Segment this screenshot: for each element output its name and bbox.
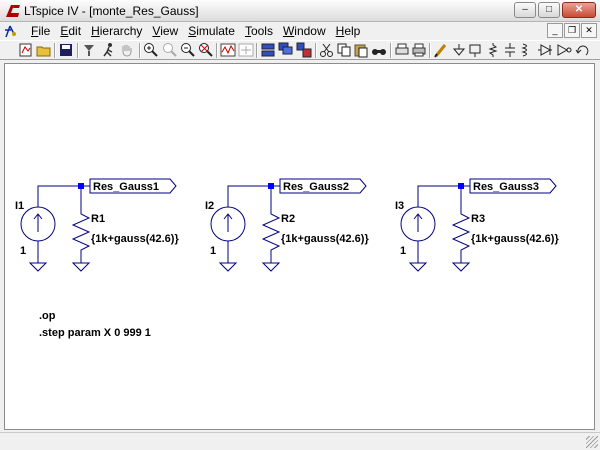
inductor-icon[interactable] <box>519 42 535 58</box>
tile-horizontal-icon[interactable] <box>260 42 276 58</box>
source-value[interactable]: 1 <box>20 245 26 257</box>
menu-file[interactable]: File <box>31 24 51 38</box>
resistor-name[interactable]: R1 <box>91 213 105 225</box>
title-bar[interactable]: LTspice IV - [monte_Res_Gauss] – □ ✕ <box>0 0 600 22</box>
doc-restore-button[interactable]: ❐ <box>564 23 580 38</box>
waveform-icon[interactable] <box>220 42 236 58</box>
zoom-in-icon[interactable] <box>143 42 159 58</box>
pan-hand-icon[interactable] <box>119 42 135 58</box>
print-preview-icon[interactable] <box>394 42 410 58</box>
source-name[interactable]: I3 <box>395 200 404 212</box>
junction-dot[interactable] <box>78 183 84 189</box>
doc-close-button[interactable]: ✕ <box>581 23 597 38</box>
component-icon[interactable] <box>556 42 572 58</box>
net-label[interactable]: Res_Gauss1 <box>93 181 159 193</box>
ground-symbol[interactable] <box>28 241 48 272</box>
ground-icon[interactable] <box>451 42 467 58</box>
wire[interactable] <box>227 185 272 207</box>
wire[interactable] <box>37 185 82 207</box>
resistor-value[interactable]: {1k+gauss(42.6)} <box>91 233 179 245</box>
junction-dot[interactable] <box>458 183 464 189</box>
source-value[interactable]: 1 <box>210 245 216 257</box>
menu-window[interactable]: Window <box>282 24 326 38</box>
menu-tools[interactable]: Tools <box>244 24 273 38</box>
resistor-name[interactable]: R3 <box>471 213 485 225</box>
cascade-icon[interactable] <box>278 42 294 58</box>
menu-simulate[interactable]: Simulate <box>188 24 235 38</box>
schematic-doc-icon[interactable] <box>3 23 19 39</box>
resistor-symbol[interactable] <box>451 207 471 272</box>
ground-symbol[interactable] <box>218 241 238 272</box>
source-value[interactable]: 1 <box>400 245 406 257</box>
net-label-flag[interactable] <box>89 178 177 194</box>
net-label[interactable]: Res_Gauss3 <box>473 181 539 193</box>
op-directive[interactable]: .op <box>39 310 56 322</box>
cut-icon[interactable] <box>319 42 335 58</box>
resistor-symbol[interactable] <box>261 207 281 272</box>
draw-wire-icon[interactable] <box>433 42 449 58</box>
step-directive[interactable]: .step param X 0 999 1 <box>39 327 151 339</box>
capacitor-icon[interactable] <box>502 42 518 58</box>
menu-hierarchy[interactable]: Hierarchy <box>91 24 143 38</box>
maximize-button[interactable]: □ <box>538 2 560 18</box>
menu-help[interactable]: Help <box>335 24 361 38</box>
rotate-icon[interactable] <box>575 42 591 58</box>
resistor-value[interactable]: {1k+gauss(42.6)} <box>281 233 369 245</box>
toolbar <box>0 40 600 60</box>
zoom-pan-icon[interactable] <box>162 42 178 58</box>
menu-bar: File Edit Hierarchy View Simulate Tools … <box>0 22 600 40</box>
status-bar <box>0 432 600 450</box>
label-net-icon[interactable] <box>468 42 484 58</box>
zoom-fit-icon[interactable] <box>198 42 214 58</box>
control-panel-icon[interactable] <box>81 42 97 58</box>
net-label[interactable]: Res_Gauss2 <box>283 181 349 193</box>
minimize-button[interactable]: – <box>514 2 536 18</box>
wire[interactable] <box>417 185 462 207</box>
menu-edit[interactable]: Edit <box>60 24 82 38</box>
window-title: LTspice IV - [monte_Res_Gauss] <box>24 4 199 18</box>
zoom-out-icon[interactable] <box>180 42 196 58</box>
current-arrow-icon <box>33 213 43 232</box>
copy-icon[interactable] <box>336 42 352 58</box>
find-icon[interactable] <box>371 42 387 58</box>
resistor-symbol[interactable] <box>71 207 91 272</box>
new-schematic-icon[interactable] <box>18 42 34 58</box>
run-icon[interactable] <box>101 42 117 58</box>
net-label-flag[interactable] <box>469 178 557 194</box>
doc-minimize-button[interactable]: _ <box>547 23 563 38</box>
menu-view[interactable]: View <box>152 24 179 38</box>
net-label-flag[interactable] <box>279 178 367 194</box>
junction-dot[interactable] <box>268 183 274 189</box>
ground-symbol[interactable] <box>408 241 428 272</box>
print-icon[interactable] <box>411 42 427 58</box>
source-name[interactable]: I2 <box>205 200 214 212</box>
source-name[interactable]: I1 <box>15 200 24 212</box>
close-button[interactable]: ✕ <box>562 2 596 18</box>
resistor-value[interactable]: {1k+gauss(42.6)} <box>471 233 559 245</box>
current-arrow-icon <box>413 213 423 232</box>
diode-icon[interactable] <box>537 42 553 58</box>
autorange-icon[interactable] <box>238 42 254 58</box>
schematic-drawing[interactable]: Res_Gauss1I11R1{1k+gauss(42.6)}Res_Gauss… <box>5 64 594 429</box>
ltspice-logo-icon <box>6 5 20 17</box>
save-icon[interactable] <box>58 42 74 58</box>
paste-icon[interactable] <box>353 42 369 58</box>
tile-vertical-icon[interactable] <box>296 42 312 58</box>
open-icon[interactable] <box>36 42 52 58</box>
resistor-icon[interactable] <box>485 42 501 58</box>
resistor-name[interactable]: R2 <box>281 213 295 225</box>
resize-grip-icon[interactable] <box>586 436 598 448</box>
current-arrow-icon <box>223 213 233 232</box>
